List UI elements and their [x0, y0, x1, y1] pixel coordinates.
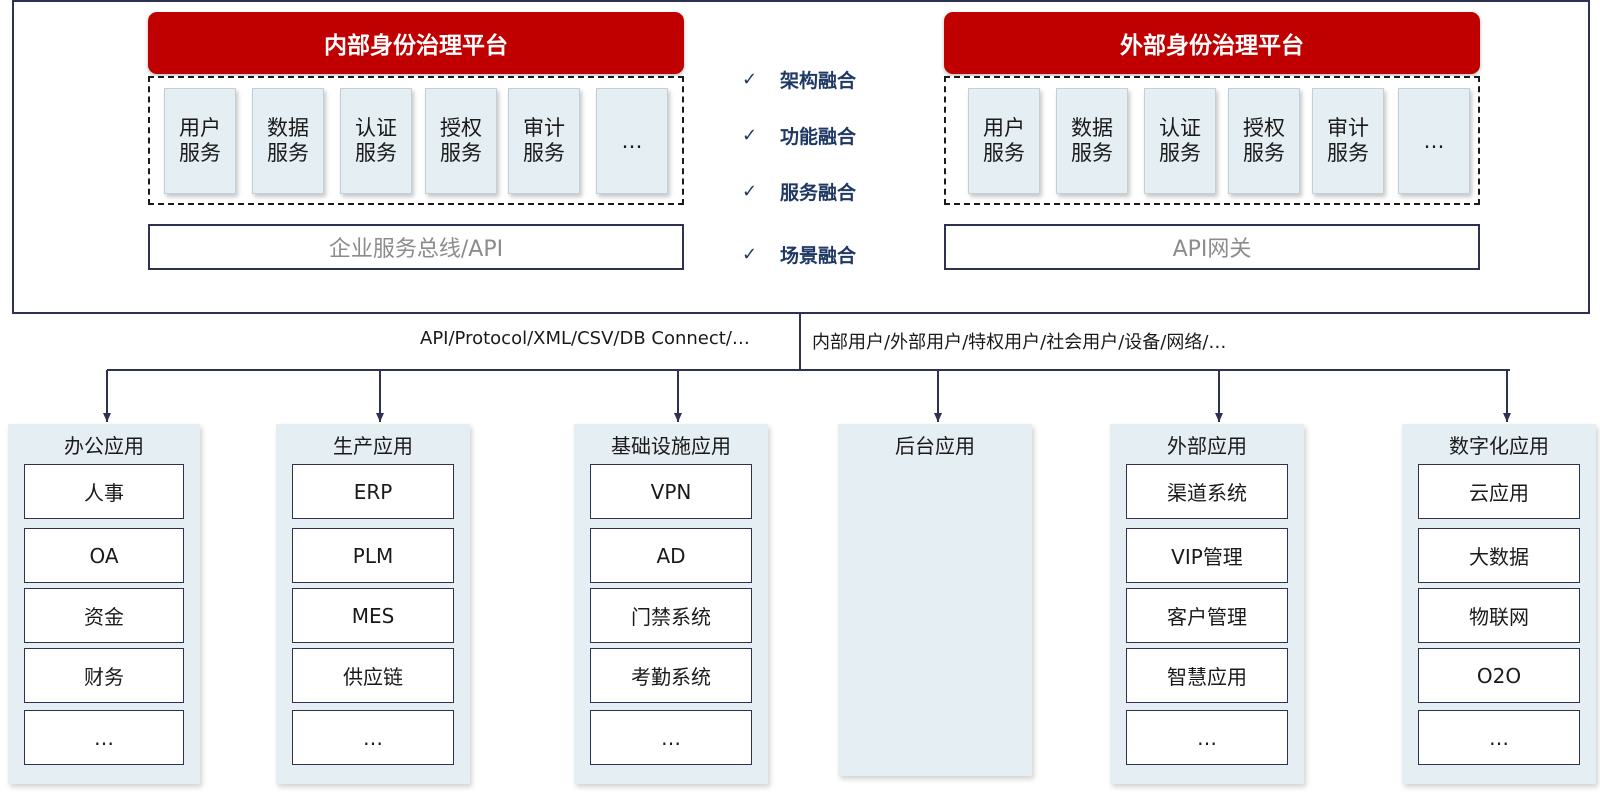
api-gateway: API网关 — [944, 224, 1480, 270]
app-panel-external: 外部应用 渠道系统 VIP管理 客户管理 智慧应用 … — [1110, 424, 1304, 784]
internal-service-bus: 企业服务总线/API — [148, 224, 684, 270]
app-item: O2O — [1418, 648, 1580, 703]
app-item: VIP管理 — [1126, 528, 1288, 583]
fusion-item-service: ✓ 服务融合 — [742, 178, 902, 204]
app-panel-title: 生产应用 — [333, 434, 413, 458]
app-item: 渠道系统 — [1126, 464, 1288, 519]
app-item: 智慧应用 — [1126, 648, 1288, 703]
app-panel-title: 外部应用 — [1167, 434, 1247, 458]
internal-platform-title: 内部身份治理平台 — [148, 12, 684, 74]
app-item: 物联网 — [1418, 588, 1580, 643]
app-item: … — [590, 710, 752, 765]
external-service-audit: 审计 服务 — [1312, 88, 1384, 194]
fusion-item-label: 功能融合 — [780, 125, 857, 148]
external-service-authz: 授权 服务 — [1228, 88, 1300, 194]
check-icon: ✓ — [742, 124, 758, 146]
internal-service-user: 用户 服务 — [164, 88, 236, 194]
internal-service-more: … — [596, 88, 668, 194]
app-panel-infrastructure: 基础设施应用 VPN AD 门禁系统 考勤系统 … — [574, 424, 768, 784]
app-panel-production: 生产应用 ERP PLM MES 供应链 … — [276, 424, 470, 784]
user-types-label: 内部用户/外部用户/特权用户/社会用户/设备/网络/… — [812, 332, 1227, 353]
external-service-user: 用户 服务 — [968, 88, 1040, 194]
fusion-item-label: 架构融合 — [780, 69, 857, 92]
external-service-data: 数据 服务 — [1056, 88, 1128, 194]
app-panel-title: 基础设施应用 — [611, 434, 731, 458]
check-icon: ✓ — [742, 68, 758, 90]
app-item: 资金 — [24, 588, 184, 643]
fusion-item-label: 场景融合 — [780, 244, 857, 267]
app-panel-title: 办公应用 — [64, 434, 144, 458]
check-icon: ✓ — [742, 243, 758, 265]
app-item: 云应用 — [1418, 464, 1580, 519]
app-item: … — [1418, 710, 1580, 765]
internal-service-auth: 认证 服务 — [340, 88, 412, 194]
app-item: 大数据 — [1418, 528, 1580, 583]
app-panel-title: 数字化应用 — [1449, 434, 1549, 458]
protocol-label: API/Protocol/XML/CSV/DB Connect/… — [420, 328, 750, 349]
app-item: OA — [24, 528, 184, 583]
app-item: … — [24, 710, 184, 765]
fusion-item-label: 服务融合 — [780, 181, 857, 204]
app-item: 考勤系统 — [590, 648, 752, 703]
internal-service-authz: 授权 服务 — [425, 88, 497, 194]
internal-service-audit: 审计 服务 — [508, 88, 580, 194]
internal-services-group — [148, 76, 684, 205]
app-item: 门禁系统 — [590, 588, 752, 643]
app-item: PLM — [292, 528, 454, 583]
app-panel-digital: 数字化应用 云应用 大数据 物联网 O2O … — [1402, 424, 1596, 784]
app-item: AD — [590, 528, 752, 583]
app-item: 客户管理 — [1126, 588, 1288, 643]
app-item: 财务 — [24, 648, 184, 703]
app-item: 人事 — [24, 464, 184, 519]
app-item: 供应链 — [292, 648, 454, 703]
internal-service-data: 数据 服务 — [252, 88, 324, 194]
fusion-item-architecture: ✓ 架构融合 — [742, 66, 902, 92]
app-panel-backend: 后台应用 — [838, 424, 1032, 776]
app-item: ERP — [292, 464, 454, 519]
app-panel-office: 办公应用 人事 OA 资金 财务 … — [8, 424, 200, 784]
external-platform-title: 外部身份治理平台 — [944, 12, 1480, 74]
app-item: MES — [292, 588, 454, 643]
app-item: … — [1126, 710, 1288, 765]
external-service-auth: 认证 服务 — [1144, 88, 1216, 194]
fusion-item-scenario: ✓ 场景融合 — [742, 241, 902, 267]
check-icon: ✓ — [742, 180, 758, 202]
app-panel-title: 后台应用 — [895, 434, 975, 458]
external-service-more: … — [1398, 88, 1470, 194]
app-item: VPN — [590, 464, 752, 519]
fusion-item-function: ✓ 功能融合 — [742, 122, 902, 148]
app-item: … — [292, 710, 454, 765]
